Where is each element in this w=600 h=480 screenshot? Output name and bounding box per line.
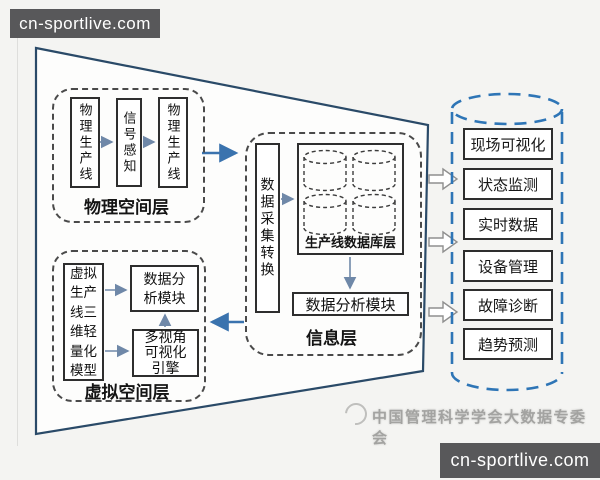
service-box-equipment-management: 设备管理 [463, 250, 553, 282]
physical-layer-label: 物理空间层 [84, 198, 169, 217]
physical-line-box-1: 物理生产线 [70, 97, 100, 188]
watermark-bottom-right: cn-sportlive.com [440, 443, 600, 478]
info-layer-label: 信息层 [306, 329, 357, 348]
db-cylinder-1 [303, 149, 347, 192]
photo-edge-line [17, 38, 18, 446]
org-logo-text: 中国管理科学学会大数据专委会 [372, 409, 587, 447]
watermark-text: cn-sportlive.com [19, 13, 151, 33]
visual-engine-box: 多视角可视化引擎 [132, 329, 199, 377]
db-cylinder-2 [352, 149, 396, 192]
arrow-frame-to-cylinder-1 [428, 167, 459, 191]
physical-line-box-2: 物理生产线 [158, 97, 188, 188]
virtual-layer-label: 虚拟空间层 [84, 383, 170, 402]
database-cylinders [303, 149, 396, 236]
watermark-text: cn-sportlive.com [450, 450, 590, 470]
arrow-frame-to-cylinder-2 [428, 230, 459, 254]
virtual-model-box: 虚拟生产线三维轻量化模型 [63, 263, 104, 381]
production-database-box: 生产线数据库层 [297, 143, 404, 255]
service-box-trend-prediction: 趋势预测 [463, 328, 553, 360]
service-box-status-monitoring: 状态监测 [463, 168, 553, 200]
information-layer [245, 132, 422, 356]
service-box-realtime-data: 实时数据 [463, 208, 553, 240]
db-cylinder-4 [352, 193, 396, 236]
arrow-frame-to-cylinder-3 [428, 300, 459, 324]
virtual-space-layer [52, 250, 206, 402]
physical-space-layer [52, 88, 205, 223]
service-box-site-visualization: 现场可视化 [463, 128, 553, 160]
signal-sense-box: 信号感知 [116, 98, 142, 187]
info-analysis-box: 数据分析模块 [292, 292, 409, 316]
watermark-top-left: cn-sportlive.com [10, 9, 160, 38]
data-collector-box: 数据采集转换 [255, 143, 280, 313]
db-cylinder-3 [303, 193, 347, 236]
service-box-fault-diagnosis: 故障诊断 [463, 289, 553, 321]
application-cylinder [450, 92, 564, 392]
database-label: 生产线数据库层 [304, 235, 396, 250]
virtual-analysis-box: 数据分析模块 [130, 265, 199, 312]
